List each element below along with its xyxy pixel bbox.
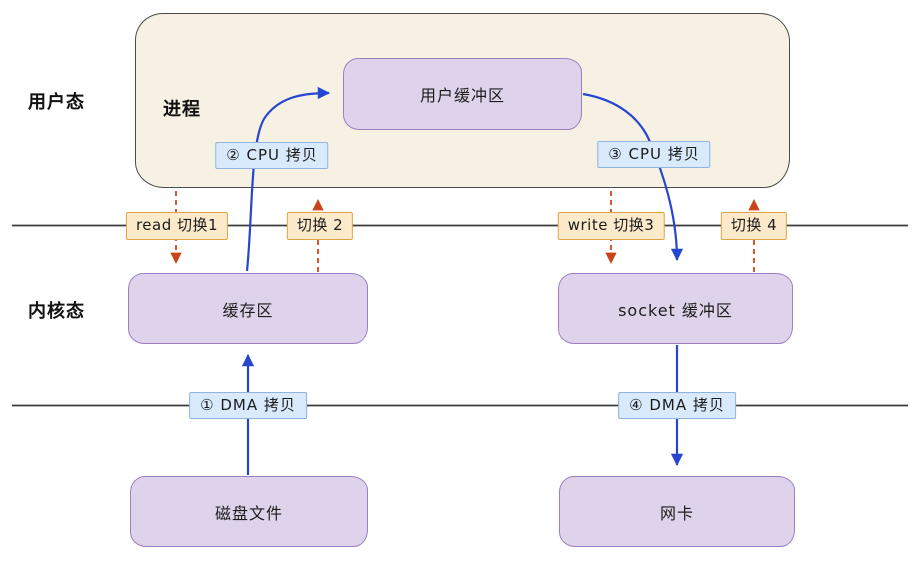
switch-1-label: read 切换1	[125, 212, 229, 240]
switch-2-label: 切换 2	[286, 212, 354, 240]
user-mode-label: 用户态	[28, 92, 85, 113]
kernel-mode-label: 内核态	[28, 301, 85, 322]
kernel-buffer-box: 缓存区	[128, 273, 368, 344]
nic-box: 网卡	[559, 476, 795, 547]
dma-copy-1-label: ① DMA 拷贝	[189, 392, 307, 419]
user-buffer-box: 用户缓冲区	[343, 58, 582, 130]
switch-3-label: write 切换3	[557, 212, 665, 240]
process-label: 进程	[163, 99, 201, 120]
dma-copy-4-label: ④ DMA 拷贝	[618, 392, 736, 419]
cpu-copy-2-label: ② CPU 拷贝	[215, 142, 329, 169]
disk-file-box: 磁盘文件	[130, 476, 368, 547]
cpu-copy-2-arrow	[245, 86, 331, 272]
switch-4-label: 切换 4	[720, 212, 788, 240]
socket-buffer-box: socket 缓冲区	[558, 273, 793, 344]
cpu-copy-3-label: ③ CPU 拷贝	[597, 141, 711, 168]
